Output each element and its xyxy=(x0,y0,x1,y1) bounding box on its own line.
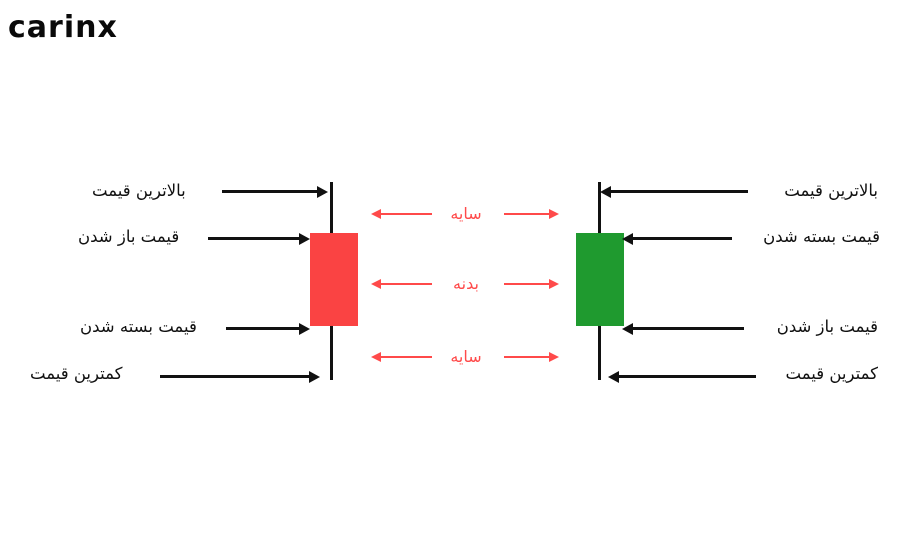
green-candle-body xyxy=(576,233,624,326)
red-label-open: قیمت باز شدن xyxy=(78,227,180,246)
green-arrow-open xyxy=(622,322,744,335)
arrowhead-left-icon xyxy=(371,352,381,362)
brand-logo-text: carinx xyxy=(8,10,118,45)
arrowhead-left-icon xyxy=(371,279,381,289)
arrowhead-right-icon xyxy=(299,322,310,335)
annotation-lower-shadow: سایه xyxy=(450,347,482,366)
red-arrow-low xyxy=(160,370,320,383)
shadow-upper-arrow-left xyxy=(371,209,432,219)
red-label-low: کمترین قیمت xyxy=(30,364,123,383)
body-arrow-right xyxy=(504,279,559,289)
arrowhead-right-icon xyxy=(549,279,559,289)
arrow-shaft xyxy=(380,213,432,215)
arrow-shaft xyxy=(160,375,310,378)
green-arrow-high xyxy=(600,185,748,198)
arrowhead-right-icon xyxy=(309,370,320,383)
red-candle-body xyxy=(310,233,358,326)
shadow-lower-arrow-right xyxy=(504,352,559,362)
arrowhead-right-icon xyxy=(317,185,328,198)
arrow-shaft xyxy=(380,356,432,358)
red-arrow-open xyxy=(208,232,310,245)
arrowhead-right-icon xyxy=(549,209,559,219)
red-label-high: بالاترین قیمت xyxy=(92,181,186,200)
green-label-close: قیمت بسته شدن xyxy=(763,227,880,246)
green-label-open: قیمت باز شدن xyxy=(776,317,878,336)
brand-logo[interactable]: carinx xyxy=(8,8,178,48)
annotation-upper-shadow: سایه xyxy=(450,204,482,223)
green-arrow-close xyxy=(622,232,732,245)
red-label-close: قیمت بسته شدن xyxy=(80,317,197,336)
red-arrow-close xyxy=(226,322,310,335)
arrowhead-left-icon xyxy=(622,232,633,245)
arrowhead-left-icon xyxy=(608,370,619,383)
shadow-upper-arrow-right xyxy=(504,209,559,219)
red-arrow-high xyxy=(222,185,328,198)
arrow-shaft xyxy=(504,283,550,285)
arrow-shaft xyxy=(632,237,732,240)
shadow-lower-arrow-left xyxy=(371,352,432,362)
arrowhead-left-icon xyxy=(371,209,381,219)
green-label-low: کمترین قیمت xyxy=(785,364,878,383)
arrowhead-left-icon xyxy=(622,322,633,335)
arrow-shaft xyxy=(504,213,550,215)
annotation-body: بدنه xyxy=(453,274,479,293)
body-arrow-left xyxy=(371,279,432,289)
arrow-shaft xyxy=(504,356,550,358)
arrowhead-right-icon xyxy=(549,352,559,362)
arrow-shaft xyxy=(380,283,432,285)
arrow-shaft xyxy=(208,237,300,240)
arrow-shaft xyxy=(632,327,744,330)
arrow-shaft xyxy=(222,190,318,193)
arrow-shaft xyxy=(618,375,756,378)
green-arrow-low xyxy=(608,370,756,383)
arrowhead-right-icon xyxy=(299,232,310,245)
arrowhead-left-icon xyxy=(600,185,611,198)
arrow-shaft xyxy=(610,190,748,193)
green-label-high: بالاترین قیمت xyxy=(784,181,878,200)
arrow-shaft xyxy=(226,327,300,330)
